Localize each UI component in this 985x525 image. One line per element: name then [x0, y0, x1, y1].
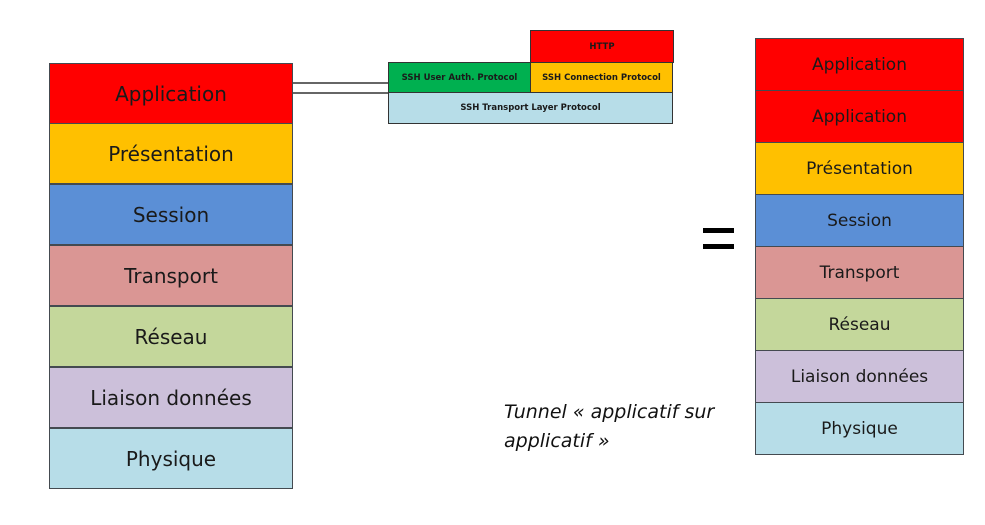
- equals-bar-top: [703, 228, 734, 233]
- ssh-connection-layer: SSH Connection Protocol: [530, 62, 673, 93]
- connector-line-top: [293, 82, 388, 84]
- right-layer-presentation: Présentation: [755, 142, 964, 195]
- right-layer-liaison: Liaison données: [755, 350, 964, 403]
- left-layer-physique: Physique: [49, 428, 293, 489]
- left-layer-presentation: Présentation: [49, 123, 293, 184]
- equals-bar-bottom: [703, 244, 734, 249]
- ssh-http-layer: HTTP: [530, 30, 674, 63]
- left-layer-session: Session: [49, 184, 293, 245]
- right-layer-reseau: Réseau: [755, 298, 964, 351]
- left-layer-transport: Transport: [49, 245, 293, 306]
- left-layer-reseau: Réseau: [49, 306, 293, 367]
- left-layer-application: Application: [49, 63, 293, 124]
- right-layer-application-inner: Application: [755, 90, 964, 143]
- ssh-transport-layer: SSH Transport Layer Protocol: [388, 92, 673, 124]
- ssh-user-auth-layer: SSH User Auth. Protocol: [388, 62, 531, 93]
- tunnel-caption: Tunnel « applicatif sur applicatif »: [504, 401, 715, 452]
- right-layer-session: Session: [755, 194, 964, 247]
- right-layer-transport: Transport: [755, 246, 964, 299]
- right-layer-physique: Physique: [755, 402, 964, 455]
- connector-line-bottom: [293, 92, 388, 94]
- left-layer-liaison: Liaison données: [49, 367, 293, 428]
- right-layer-application-outer: Application: [755, 38, 964, 91]
